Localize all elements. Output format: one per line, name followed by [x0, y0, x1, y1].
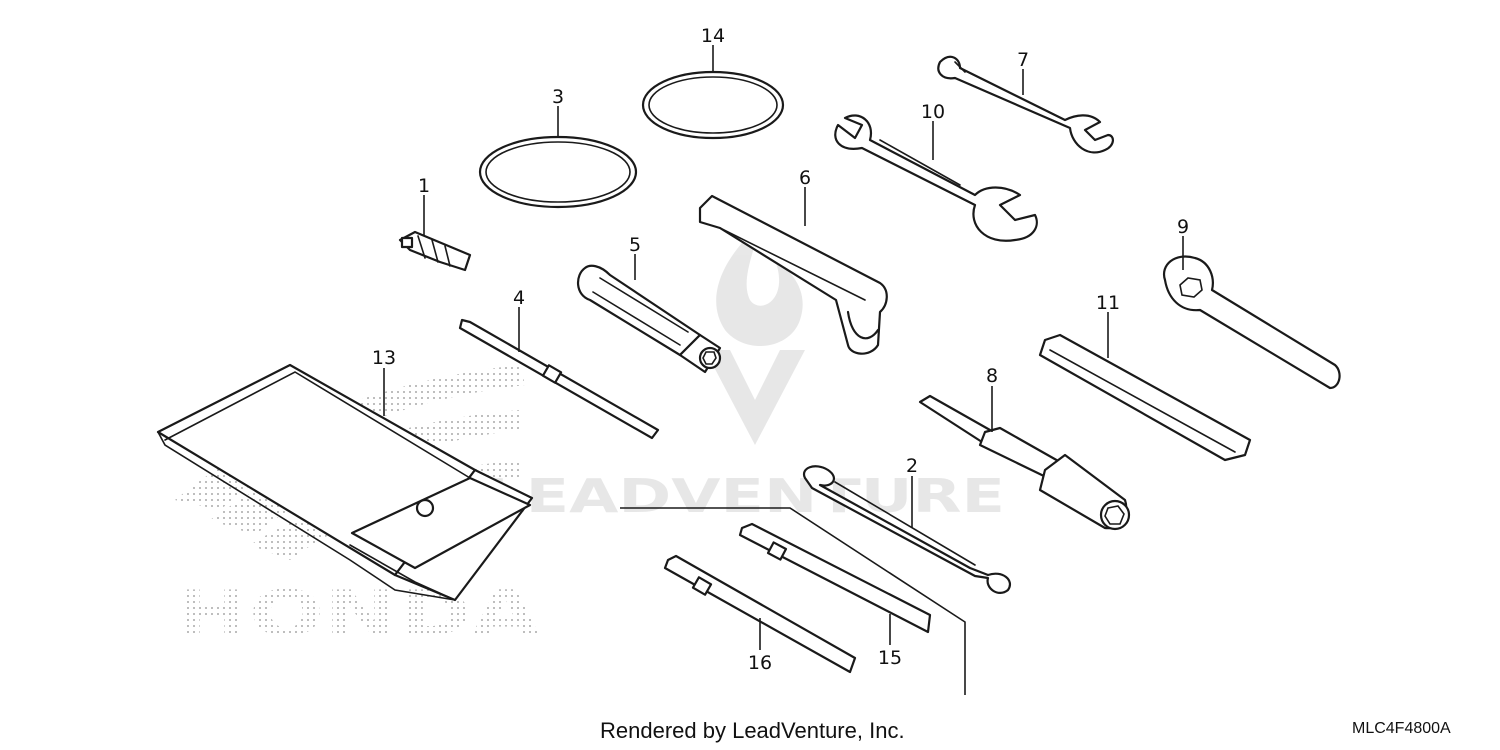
callout-6: 6 — [799, 167, 811, 189]
part-11-extension-handle — [1038, 333, 1252, 462]
part-5-screwdriver-handle — [577, 264, 722, 374]
part-8-spark-plug-wrench — [918, 394, 1131, 531]
callout-labels: 1 2 3 4 5 6 7 8 9 10 11 13 14 15 16 — [372, 25, 1189, 674]
callout-leaders — [383, 45, 1184, 650]
assembly-leader-line — [620, 507, 966, 695]
callout-4: 4 — [513, 287, 525, 309]
callout-3: 3 — [552, 86, 564, 108]
callout-2: 2 — [906, 455, 918, 477]
part-15-screwdriver — [738, 522, 932, 634]
leadventure-watermark: LEADVENTURE — [485, 225, 1005, 523]
callout-1: 1 — [418, 175, 430, 197]
part-7-wrench — [937, 55, 1114, 154]
part-10-wrench — [834, 114, 1038, 242]
callout-16: 16 — [748, 652, 772, 674]
part-6-pin-spanner — [698, 194, 888, 355]
callout-8: 8 — [986, 365, 998, 387]
part-4-screwdriver-blade — [458, 318, 660, 440]
callout-15: 15 — [878, 647, 902, 669]
diagram-code: MLC4F4800A — [1352, 720, 1451, 737]
part-1-clip — [398, 230, 472, 272]
part-3-o-ring — [478, 135, 638, 209]
watermark-text: LEADVENTURE — [485, 469, 1005, 523]
callout-7: 7 — [1017, 49, 1029, 71]
callout-13: 13 — [372, 347, 396, 369]
part-13-tool-bag — [156, 363, 534, 602]
callout-9: 9 — [1177, 216, 1189, 238]
callout-11: 11 — [1096, 292, 1120, 314]
render-credit: Rendered by LeadVenture, Inc. — [600, 718, 905, 743]
callout-10: 10 — [921, 101, 945, 123]
callout-14: 14 — [701, 25, 725, 47]
part-2-tommy-bar — [802, 465, 1011, 594]
part-9-box-wrench — [1162, 255, 1341, 390]
callout-5: 5 — [629, 234, 641, 256]
part-16-screwdriver — [663, 554, 857, 674]
honda-logo-text: HONDA — [175, 577, 540, 650]
part-14-o-ring — [641, 70, 785, 140]
